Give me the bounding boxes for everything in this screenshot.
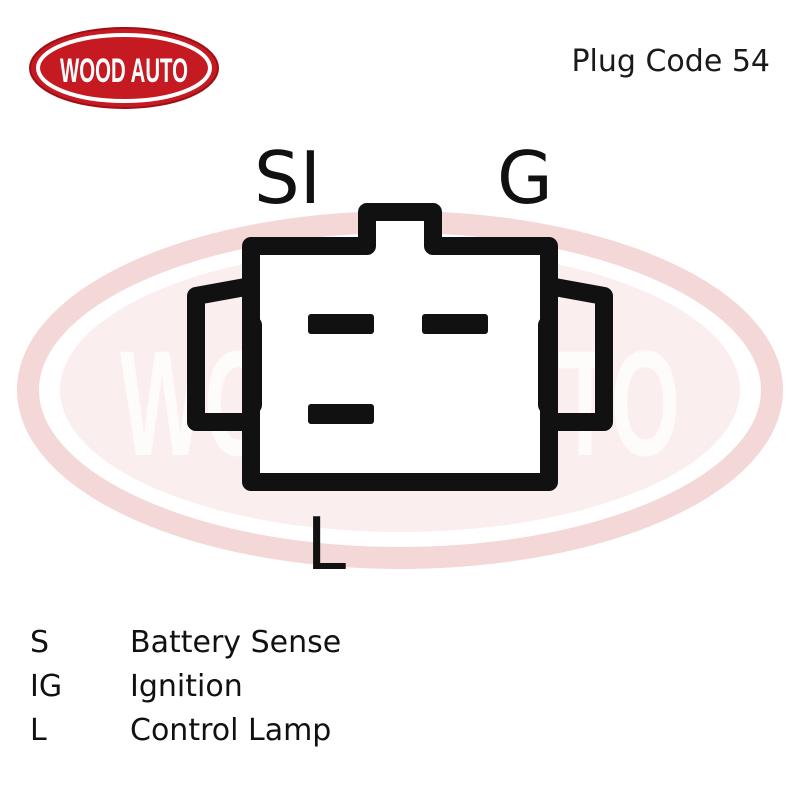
plug-code-title: Plug Code 54 [571, 44, 770, 79]
connector-right-latch [538, 316, 556, 414]
logo-ellipse [29, 27, 219, 109]
pin-label-l: L [306, 502, 347, 586]
pin-label-g: G [497, 136, 553, 220]
logo-inner-ring [36, 33, 212, 103]
terminal-l [308, 404, 374, 424]
legend-row: IG Ignition [30, 664, 341, 708]
logo-text: WOOD AUTO [60, 52, 188, 90]
legend-description: Battery Sense [130, 624, 342, 660]
pin-legend: S Battery Sense IG Ignition L Control La… [30, 620, 341, 752]
legend-code: IG [30, 668, 63, 704]
connector-left-lobe [187, 277, 253, 431]
terminal-si [308, 314, 374, 334]
legend-row: S Battery Sense [30, 620, 341, 664]
legend-row: L Control Lamp [30, 708, 341, 752]
terminal-g [422, 314, 488, 334]
connector-left-latch [244, 316, 262, 414]
legend-description: Ignition [130, 668, 243, 704]
wood-auto-logo: WOOD AUTO [29, 27, 219, 109]
connector-right-lobe [547, 277, 613, 431]
legend-code: L [30, 712, 47, 748]
legend-code: S [30, 624, 50, 660]
pin-label-si: SI [254, 136, 321, 220]
legend-description: Control Lamp [130, 712, 332, 748]
connector-body [242, 203, 558, 491]
